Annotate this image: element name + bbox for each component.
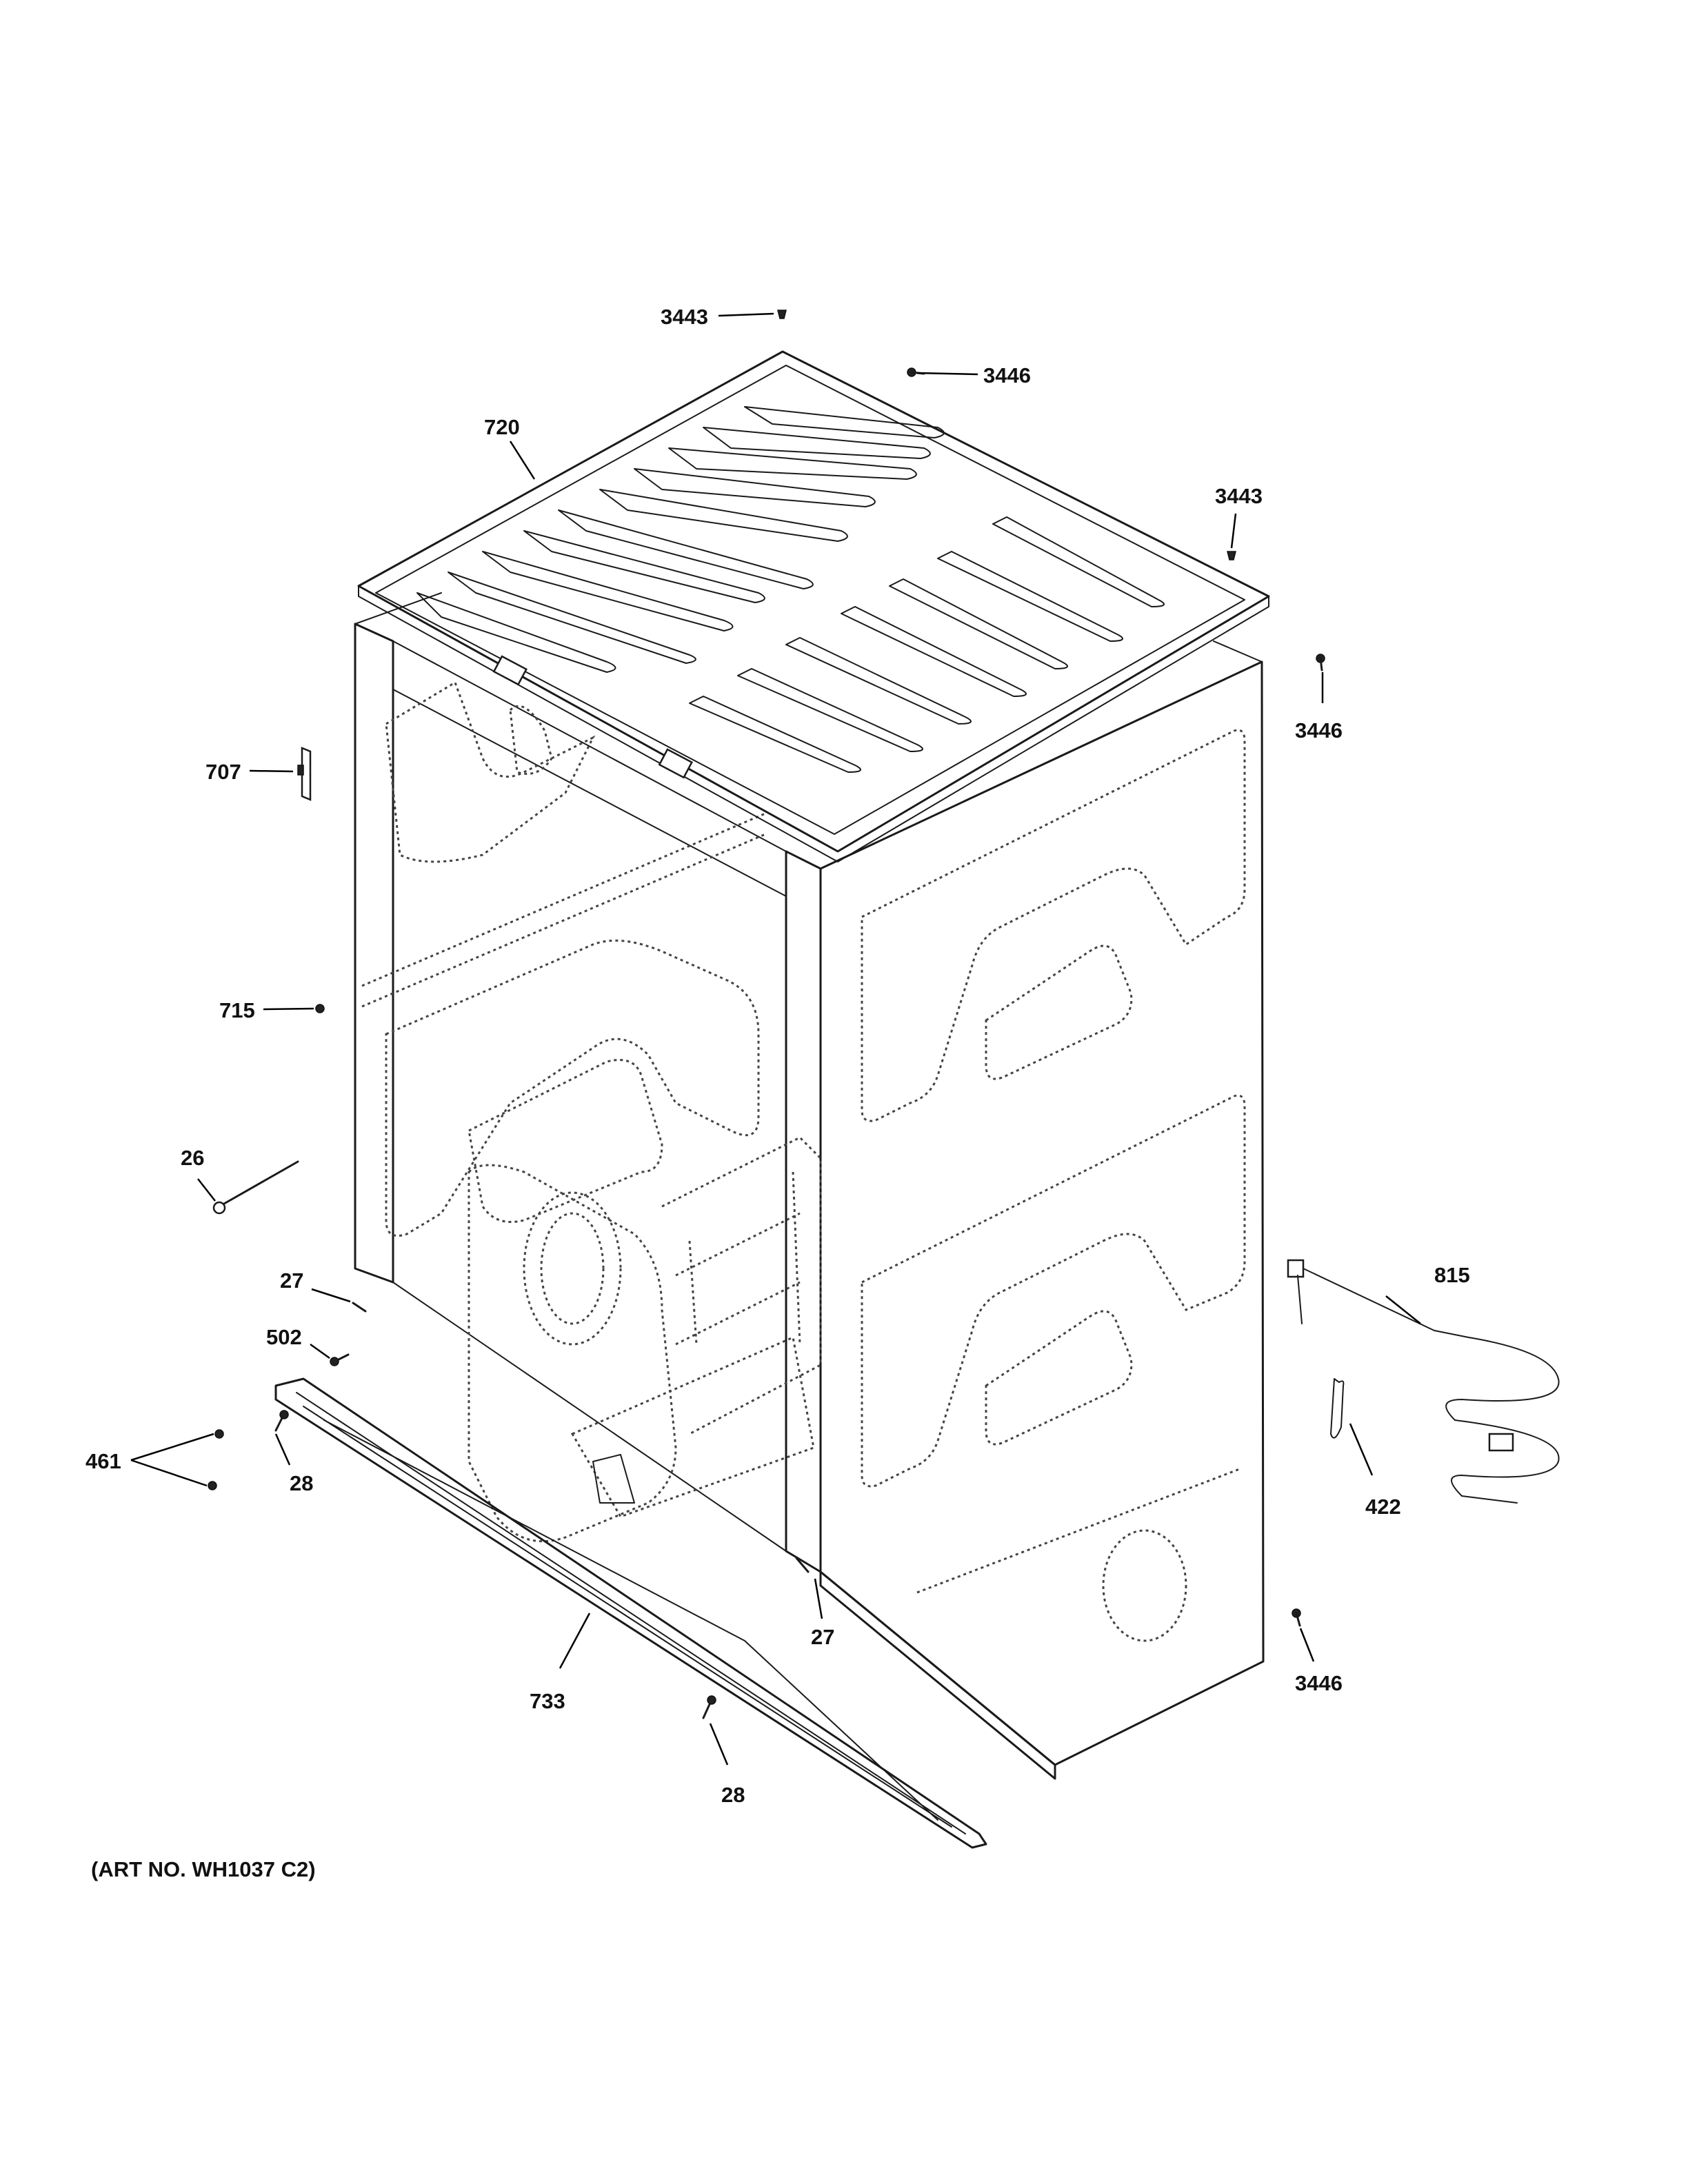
callout-28-bottom: 28 (721, 1783, 745, 1807)
callout-3446-right: 3446 (1295, 718, 1343, 742)
bracket-707 (301, 747, 312, 801)
callout-labels: 3443 3446 720 3443 3446 707 715 26 27 50… (86, 305, 1470, 1881)
callout-3443-top: 3443 (661, 305, 708, 329)
callout-27-right: 27 (811, 1625, 834, 1649)
callout-720: 720 (484, 415, 520, 439)
callout-733: 733 (530, 1689, 565, 1713)
callout-3443-right: 3443 (1215, 484, 1263, 508)
callout-502: 502 (266, 1325, 302, 1349)
pin-27-left (352, 1302, 367, 1313)
callout-3446-lower: 3446 (1295, 1671, 1343, 1695)
callout-28-left: 28 (290, 1471, 313, 1495)
screw-28-left (274, 1415, 284, 1432)
screw-715 (315, 1004, 325, 1013)
callout-815: 815 (1434, 1263, 1470, 1287)
front-panel (274, 1377, 987, 1849)
callout-715: 715 (219, 998, 255, 1022)
top-panel (357, 350, 1270, 862)
screw-461-upper (214, 1429, 224, 1439)
clip-422 (1330, 1378, 1345, 1439)
callout-27-left: 27 (280, 1268, 303, 1293)
callout-461: 461 (86, 1449, 121, 1473)
screw-3443-right (1227, 551, 1236, 560)
bolt-26 (218, 1160, 299, 1208)
callout-707: 707 (205, 760, 241, 784)
callout-26: 26 (181, 1146, 204, 1170)
heater-815 (1287, 1259, 1560, 1504)
art-number: (ART NO. WH1037 C2) (91, 1857, 316, 1881)
callout-422: 422 (1365, 1495, 1401, 1519)
screw-3443-top (777, 310, 787, 319)
screw-461-lower (208, 1481, 217, 1490)
leader-lines (130, 312, 1421, 1766)
callout-3446-top: 3446 (983, 363, 1031, 387)
dryer-cabinet (354, 592, 1265, 1780)
pin-27-right (795, 1557, 810, 1573)
screw-28-bottom (702, 1701, 712, 1719)
hardware-parts (208, 310, 1560, 1719)
